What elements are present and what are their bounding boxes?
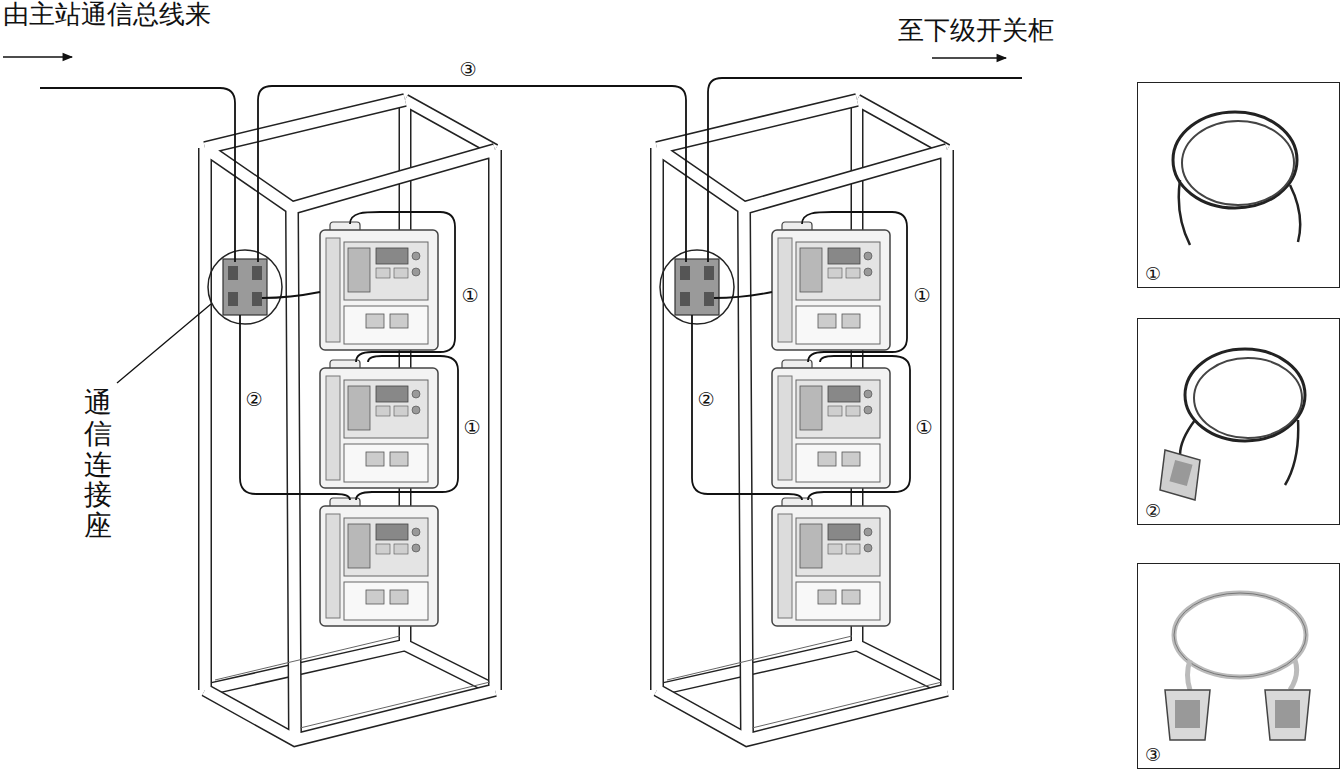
callout-number: ③ xyxy=(1144,746,1162,764)
source-label: 由主站通信总线来 xyxy=(3,0,211,30)
callout-number: ① xyxy=(1144,265,1162,283)
part-label: 通信连接座 xyxy=(84,388,112,542)
flow-arrow xyxy=(3,56,72,58)
callout-number: ② xyxy=(1144,502,1162,520)
bus-cable xyxy=(40,88,235,262)
callout-number: ② xyxy=(695,389,716,411)
photo-frame: ③ xyxy=(1137,563,1340,769)
cable-photo xyxy=(1160,349,1305,500)
flow-arrow xyxy=(932,57,1006,59)
callout-number: ③ xyxy=(457,59,478,81)
leader-line xyxy=(117,304,211,383)
callout-number: ① xyxy=(913,417,934,439)
callout-number: ① xyxy=(911,285,932,307)
cable-photo xyxy=(1173,112,1300,245)
switch-cabinet xyxy=(205,100,495,740)
photo-frame: ② xyxy=(1137,318,1340,525)
bus-cable xyxy=(708,78,1022,262)
switch-cabinet xyxy=(657,100,947,740)
photo-frame: ① xyxy=(1137,82,1340,288)
link-cable xyxy=(258,86,686,262)
cable-photo xyxy=(1165,593,1310,740)
callout-number: ① xyxy=(461,417,482,439)
callout-number: ② xyxy=(243,389,264,411)
callout-number: ① xyxy=(459,285,480,307)
destination-label: 至下级开关柜 xyxy=(898,16,1054,46)
